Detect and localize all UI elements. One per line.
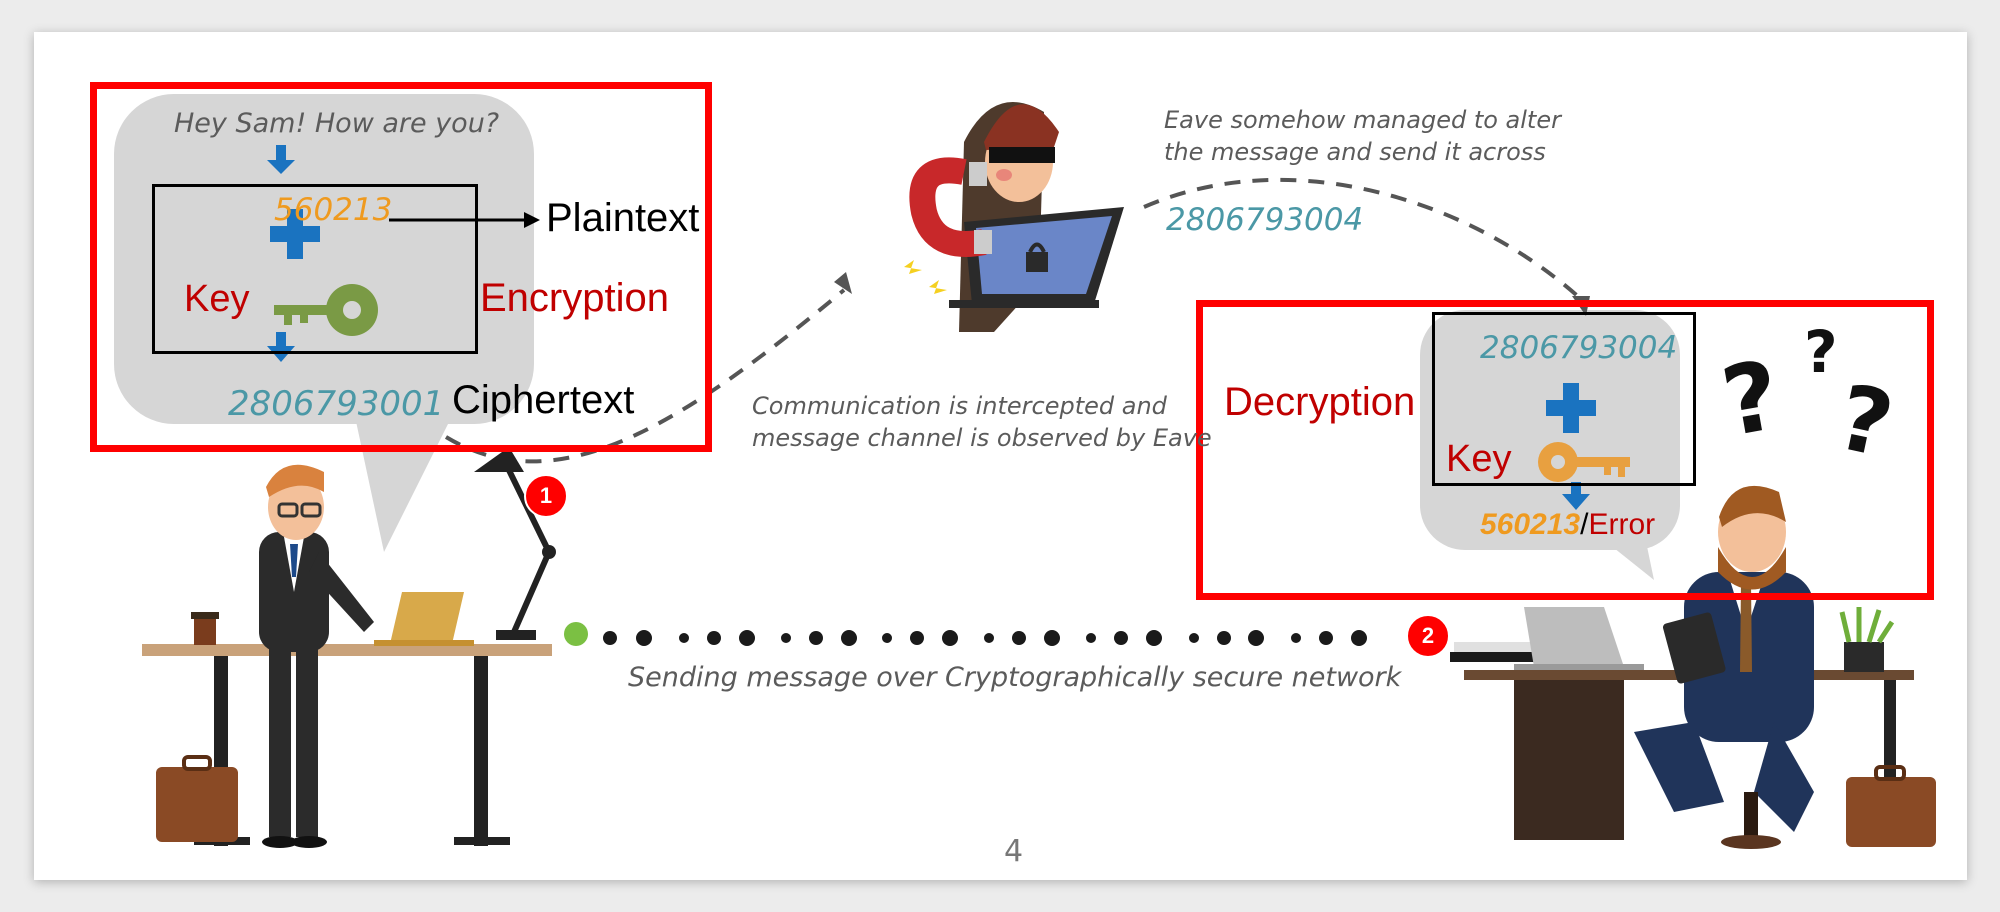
plaintext-value: 560213 [274,192,393,228]
decryption-highlight-box [1196,300,1934,600]
ciphertext-value: 2806793001 [228,384,445,424]
right-key-label: Key [1446,438,1512,480]
encryption-label: Encryption [480,276,669,320]
encryption-highlight-box [90,82,712,452]
result-plaintext: 560213 [1480,508,1581,541]
message-text: Hey Sam! How are you? [174,108,500,139]
intercept-note-line1: Communication is intercepted and [752,392,1167,420]
right-speech-bubble [1420,310,1680,580]
eave-figure [904,102,1124,332]
svg-text:?: ? [1804,318,1838,386]
arrow-to-plaintext [389,212,540,228]
plus-icon [270,209,320,259]
key-icon [1538,442,1630,482]
intercept-path [444,288,846,464]
sender-figure [142,447,556,848]
received-value: 2806793004 [1480,330,1678,366]
network-start-dot [564,622,588,646]
step-1-badge: 1 [524,474,568,518]
illustration-canvas: ? ? ? [114,94,1936,849]
altered-path [1143,177,1584,302]
network-dots [574,630,1367,646]
intercept-arrowhead [834,272,852,294]
plaintext-label: Plaintext [546,196,700,240]
plaintext-key-box [152,184,478,354]
eave-note-line1: Eave somehow managed to alter [1164,106,1561,134]
altered-value: 2806793004 [1166,202,1364,238]
decryption-result: 560213/Error [1480,508,1655,542]
decryption-label: Decryption [1224,380,1416,424]
receiver-figure: ? ? ? [1450,318,1936,849]
slide: ? ? ? Hey Sam! How are you? 560213 Key 2… [34,32,1967,880]
key-icon [274,284,378,336]
result-separator: / [1580,508,1589,541]
down-arrow-icon [267,145,295,174]
plus-icon [1546,383,1596,433]
eave-note-line2: the message and send it across [1164,138,1546,166]
intercept-note-line2: message channel is observed by Eave [752,424,1212,452]
down-arrow-icon [267,332,295,362]
network-caption: Sending message over Cryptographically s… [628,662,1402,693]
ciphertext-label: Ciphertext [452,378,635,422]
down-arrow-icon [1562,482,1590,510]
page-number: 4 [1004,834,1024,869]
received-key-box [1432,312,1696,486]
step-2-badge: 2 [1406,614,1450,658]
result-error: Error [1588,508,1656,541]
key-label: Key [184,278,250,320]
